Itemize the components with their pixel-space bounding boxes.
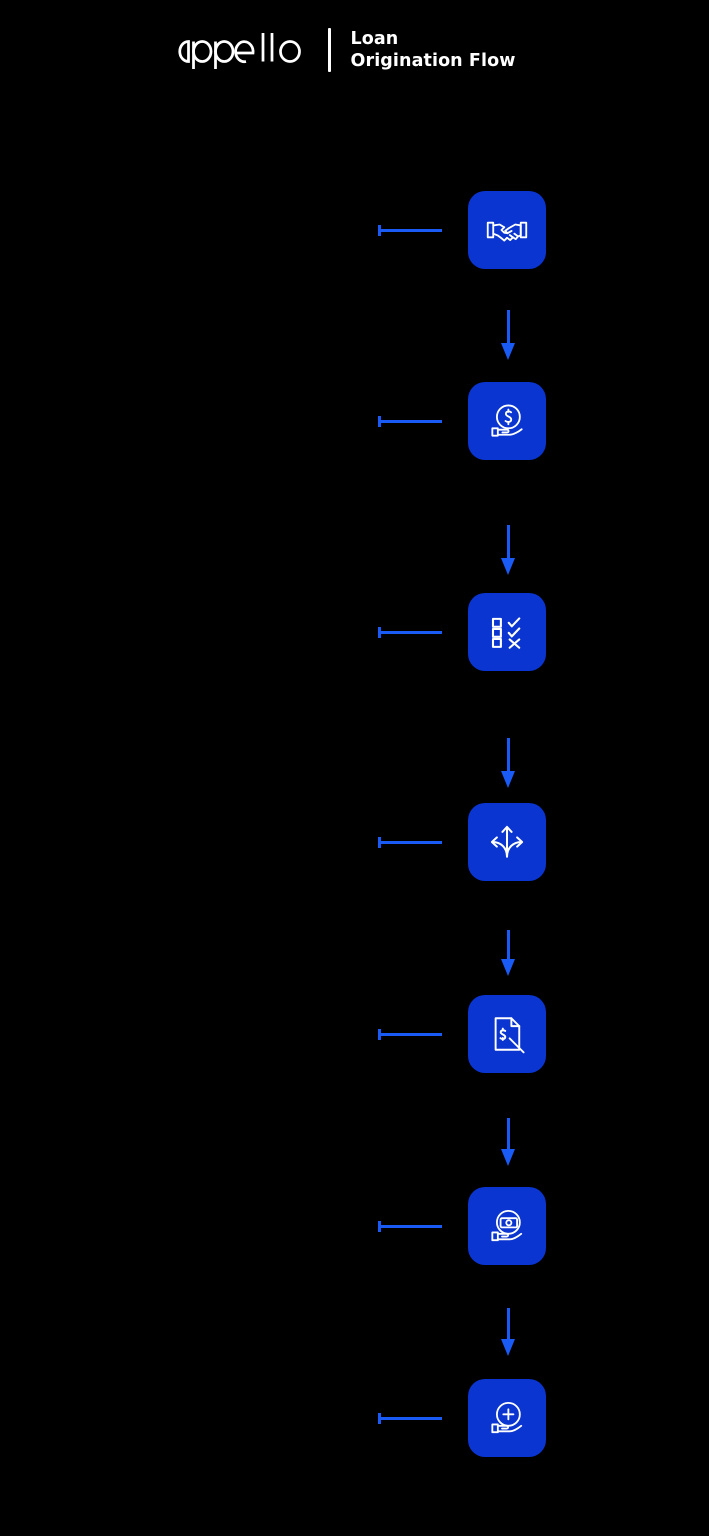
hand-holding-plus-circle-icon — [485, 1396, 529, 1440]
flow-step-1[interactable] — [0, 191, 709, 269]
page-title: Loan Origination Flow — [350, 28, 516, 71]
step-connector-4 — [378, 837, 442, 848]
flow-step-5[interactable] — [0, 995, 709, 1073]
step-tile-3[interactable] — [468, 593, 546, 671]
connector-tick — [378, 225, 381, 236]
step-connector-3 — [378, 627, 442, 638]
hand-holding-cash-icon — [485, 1204, 529, 1248]
flow-arrow-1-2 — [501, 310, 516, 360]
step-tile-2[interactable] — [468, 382, 546, 460]
flow-arrow-4-5 — [501, 930, 516, 976]
flow-step-4[interactable] — [0, 803, 709, 881]
document-dollar-sign-icon — [486, 1013, 528, 1055]
step-tile-4[interactable] — [468, 803, 546, 881]
connector-tick — [378, 416, 381, 427]
step-connector-6 — [378, 1221, 442, 1232]
step-tile-7[interactable] — [468, 1379, 546, 1457]
appello-logo — [170, 29, 308, 71]
connector-line — [380, 1033, 442, 1036]
step-connector-5 — [378, 1029, 442, 1040]
connector-tick — [378, 1413, 381, 1424]
flow-step-2[interactable] — [0, 382, 709, 460]
step-tile-1[interactable] — [468, 191, 546, 269]
header-divider — [327, 28, 331, 72]
step-connector-2 — [378, 416, 442, 427]
flow-step-7[interactable] — [0, 1379, 709, 1457]
step-connector-7 — [378, 1413, 442, 1424]
flow-arrow-2-3 — [501, 525, 516, 575]
flow-arrow-3-4 — [501, 738, 516, 788]
connector-line — [380, 1225, 442, 1228]
flow-arrow-5-6 — [501, 1118, 516, 1166]
step-connector-1 — [378, 225, 442, 236]
handshake-icon — [485, 208, 529, 252]
connector-tick — [378, 1221, 381, 1232]
flow-arrow-6-7 — [501, 1308, 516, 1356]
header-inner: Loan Origination Flow — [170, 28, 516, 73]
connector-tick — [378, 837, 381, 848]
flow-step-3[interactable] — [0, 593, 709, 671]
branching-arrows-icon — [485, 820, 529, 864]
connector-tick — [378, 1029, 381, 1040]
connector-tick — [378, 627, 381, 638]
step-tile-5[interactable] — [468, 995, 546, 1073]
connector-line — [380, 1417, 442, 1420]
connector-line — [380, 420, 442, 423]
checklist-check-cross-icon — [486, 611, 528, 653]
page-header: Loan Origination Flow — [0, 0, 709, 100]
connector-line — [380, 841, 442, 844]
step-tile-6[interactable] — [468, 1187, 546, 1265]
connector-line — [380, 229, 442, 232]
flow-step-6[interactable] — [0, 1187, 709, 1265]
connector-line — [380, 631, 442, 634]
hand-holding-dollar-coin-icon — [485, 399, 529, 443]
